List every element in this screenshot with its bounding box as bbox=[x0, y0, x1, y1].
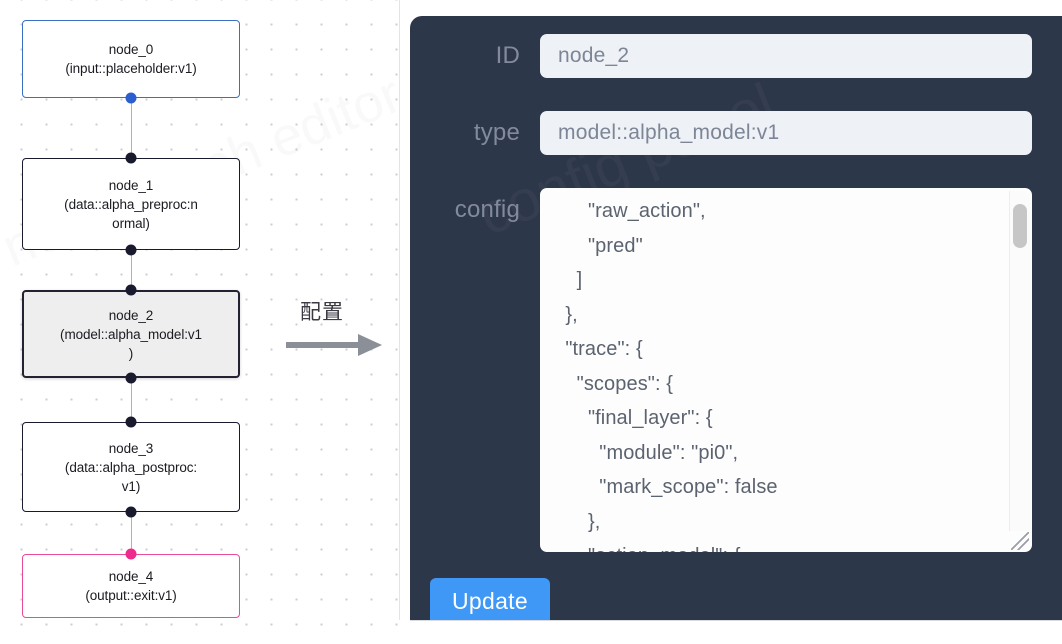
node-title: node_0 bbox=[108, 42, 154, 57]
config-textarea[interactable]: "raw_action", "pred" ] }, "trace": { "sc… bbox=[540, 188, 1032, 552]
type-label: type bbox=[473, 119, 520, 146]
node-subtitle: (input::placeholder:v1) bbox=[65, 61, 197, 76]
edge-0-1 bbox=[130, 98, 133, 158]
transition-annotation: 配置 bbox=[286, 296, 396, 366]
field-row-config: config "raw_action", "pred" ] }, "trace"… bbox=[422, 188, 1032, 552]
config-editor[interactable]: "raw_action", "pred" ] }, "trace": { "sc… bbox=[540, 188, 1032, 552]
node-handle-source-node_1[interactable] bbox=[125, 244, 137, 256]
field-row-id: ID bbox=[422, 34, 1032, 78]
transition-label: 配置 bbox=[300, 300, 344, 324]
flow-node-node_2[interactable]: node_2 (model::alpha_model:v1 ) bbox=[22, 290, 240, 378]
id-input[interactable] bbox=[540, 34, 1032, 78]
id-label: ID bbox=[495, 42, 520, 69]
node-title: node_4 bbox=[108, 569, 154, 584]
node-title: node_2 bbox=[108, 307, 154, 323]
node-subtitle-line1: (data::alpha_postproc: bbox=[64, 459, 198, 475]
node-handle-target-node_2[interactable] bbox=[125, 284, 137, 296]
node-handle-source-node_0[interactable] bbox=[125, 92, 137, 104]
node-handle-target-node_1[interactable] bbox=[125, 152, 137, 164]
flow-node-node_0[interactable]: node_0 (input::placeholder:v1) bbox=[22, 20, 240, 98]
node-subtitle-line2: ) bbox=[128, 345, 134, 361]
canvas-divider bbox=[399, 0, 400, 620]
edge-2-3 bbox=[130, 378, 133, 422]
node-handle-source-node_2[interactable] bbox=[125, 372, 137, 384]
node-subtitle-line1: (data::alpha_preproc:n bbox=[64, 196, 198, 212]
node-handle-source-node_3[interactable] bbox=[125, 506, 137, 518]
flow-node-node_1[interactable]: node_1 (data::alpha_preproc:n ormal) bbox=[22, 158, 240, 250]
node-subtitle-line1: (model::alpha_model:v1 bbox=[60, 326, 202, 342]
node-title: node_1 bbox=[108, 177, 154, 193]
node-title: node_3 bbox=[108, 440, 154, 456]
update-button[interactable]: Update bbox=[430, 578, 550, 620]
right-arrow-icon bbox=[286, 334, 382, 356]
config-panel: config panel ID type config "raw_action"… bbox=[410, 16, 1062, 620]
flow-node-node_3[interactable]: node_3 (data::alpha_postproc: v1) bbox=[22, 422, 240, 512]
edge-3-4 bbox=[130, 512, 133, 554]
flow-node-node_4[interactable]: node_4 (output::exit:v1) bbox=[22, 554, 240, 618]
config-label: config bbox=[454, 196, 520, 223]
node-handle-target-node_3[interactable] bbox=[125, 416, 137, 428]
node-subtitle-line2: v1) bbox=[121, 478, 141, 494]
panel-bottom-strip bbox=[410, 620, 1062, 644]
resize-grip-icon[interactable] bbox=[1011, 532, 1029, 550]
node-handle-target-node_4[interactable] bbox=[125, 548, 137, 560]
type-input[interactable] bbox=[540, 111, 1032, 155]
node-subtitle-line2: ormal) bbox=[112, 215, 150, 231]
flow-canvas[interactable]: node graph editor node_0 (input::placeho… bbox=[0, 0, 400, 643]
config-scrollbar-thumb[interactable] bbox=[1013, 204, 1027, 248]
field-row-type: type bbox=[422, 111, 1032, 155]
edge-1-2 bbox=[130, 250, 133, 290]
config-scrollbar[interactable] bbox=[1009, 191, 1030, 531]
node-subtitle: (output::exit:v1) bbox=[85, 588, 177, 603]
